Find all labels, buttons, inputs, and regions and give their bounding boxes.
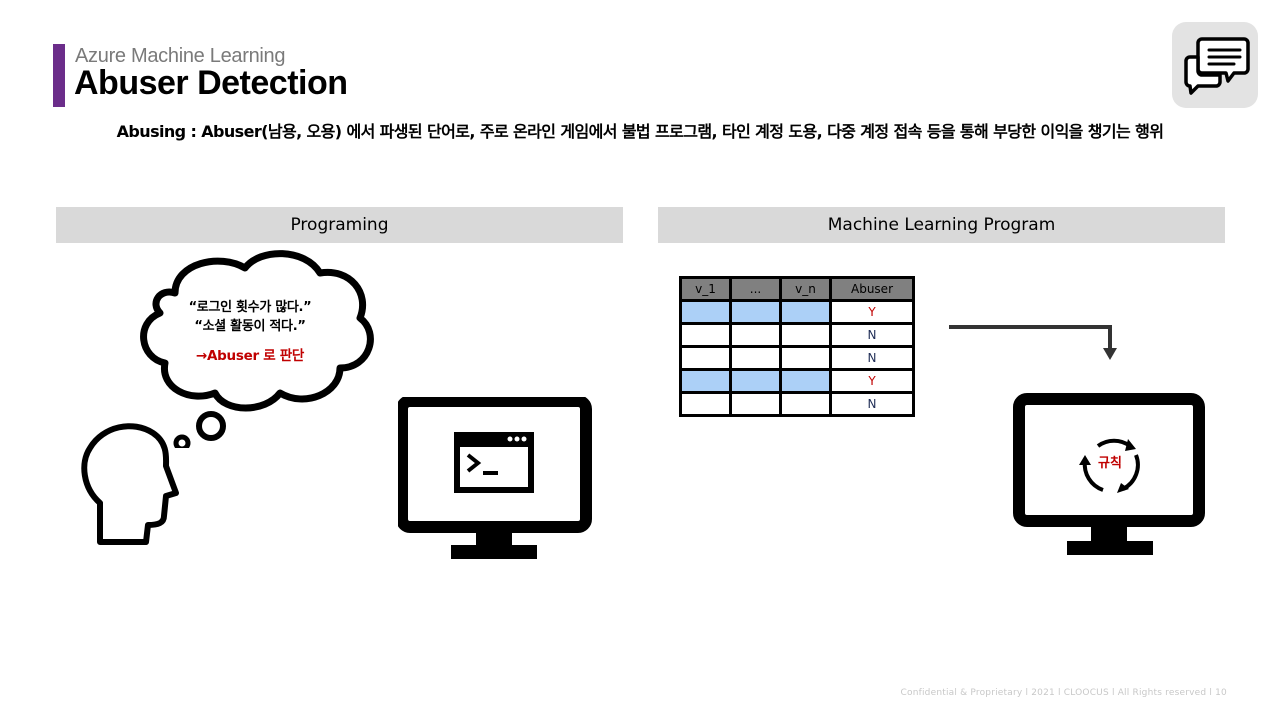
column-header: Abuser [829,276,915,302]
table-cell [679,391,732,417]
programing-section-header: Programing [56,207,623,243]
table-cell [729,322,782,348]
table-row: N [679,322,915,348]
table-cell [679,299,732,325]
column-header: v_1 [679,276,732,302]
elbow-arrow-icon [949,325,1117,360]
abuser-cell: N [829,345,915,371]
thought-line-social: “소셜 활동이 적다.” [194,319,306,334]
table-cell [679,345,732,371]
thought-cloud-icon [140,250,374,448]
column-header: v_n [779,276,832,302]
table-cell [779,391,832,417]
table-cell [679,322,732,348]
thought-line-login: “로그인 횟수가 많다.” [188,300,312,315]
table-cell [779,299,832,325]
table-header-row: v_1 ... v_n Abuser [679,276,915,302]
thinking-head-icon [81,423,179,545]
table-cell [779,345,832,371]
abusing-definition: Abusing : Abuser(남용, 오용) 에서 파생된 단어로, 주로 … [116,122,1164,141]
table-cell [779,322,832,348]
table-row: N [679,391,915,417]
table-cell [779,368,832,394]
abuser-cell: Y [829,299,915,325]
abuser-cell: N [829,391,915,417]
column-header: ... [729,276,782,302]
terminal-monitor-icon [398,397,592,559]
page-title: Abuser Detection [74,64,348,102]
chat-bubbles-icon [1172,22,1258,108]
table-row: N [679,345,915,371]
table-cell [729,299,782,325]
thought-text: “로그인 횟수가 많다.” “소셜 활동이 적다.” →Abuser 로 판단 [150,298,350,366]
table-cell [729,345,782,371]
training-data-table: v_1 ... v_n Abuser Y N N Y N [679,276,915,417]
table-cell [679,368,732,394]
table-row: Y [679,368,915,394]
footer-text: Confidential & Proprietary l 2021 l CLOO… [900,688,1227,698]
abuser-cell: Y [829,368,915,394]
page-subtitle: Azure Machine Learning [75,45,286,67]
table-cell [729,368,782,394]
table-row: Y [679,299,915,325]
abuser-cell: N [829,322,915,348]
title-accent-bar [53,44,65,107]
table-cell [729,391,782,417]
cycle-monitor-icon [1013,393,1205,555]
ml-program-section-header: Machine Learning Program [658,207,1225,243]
thought-conclusion: →Abuser 로 판단 [196,348,304,364]
rule-label: 규칙 [1098,456,1122,471]
